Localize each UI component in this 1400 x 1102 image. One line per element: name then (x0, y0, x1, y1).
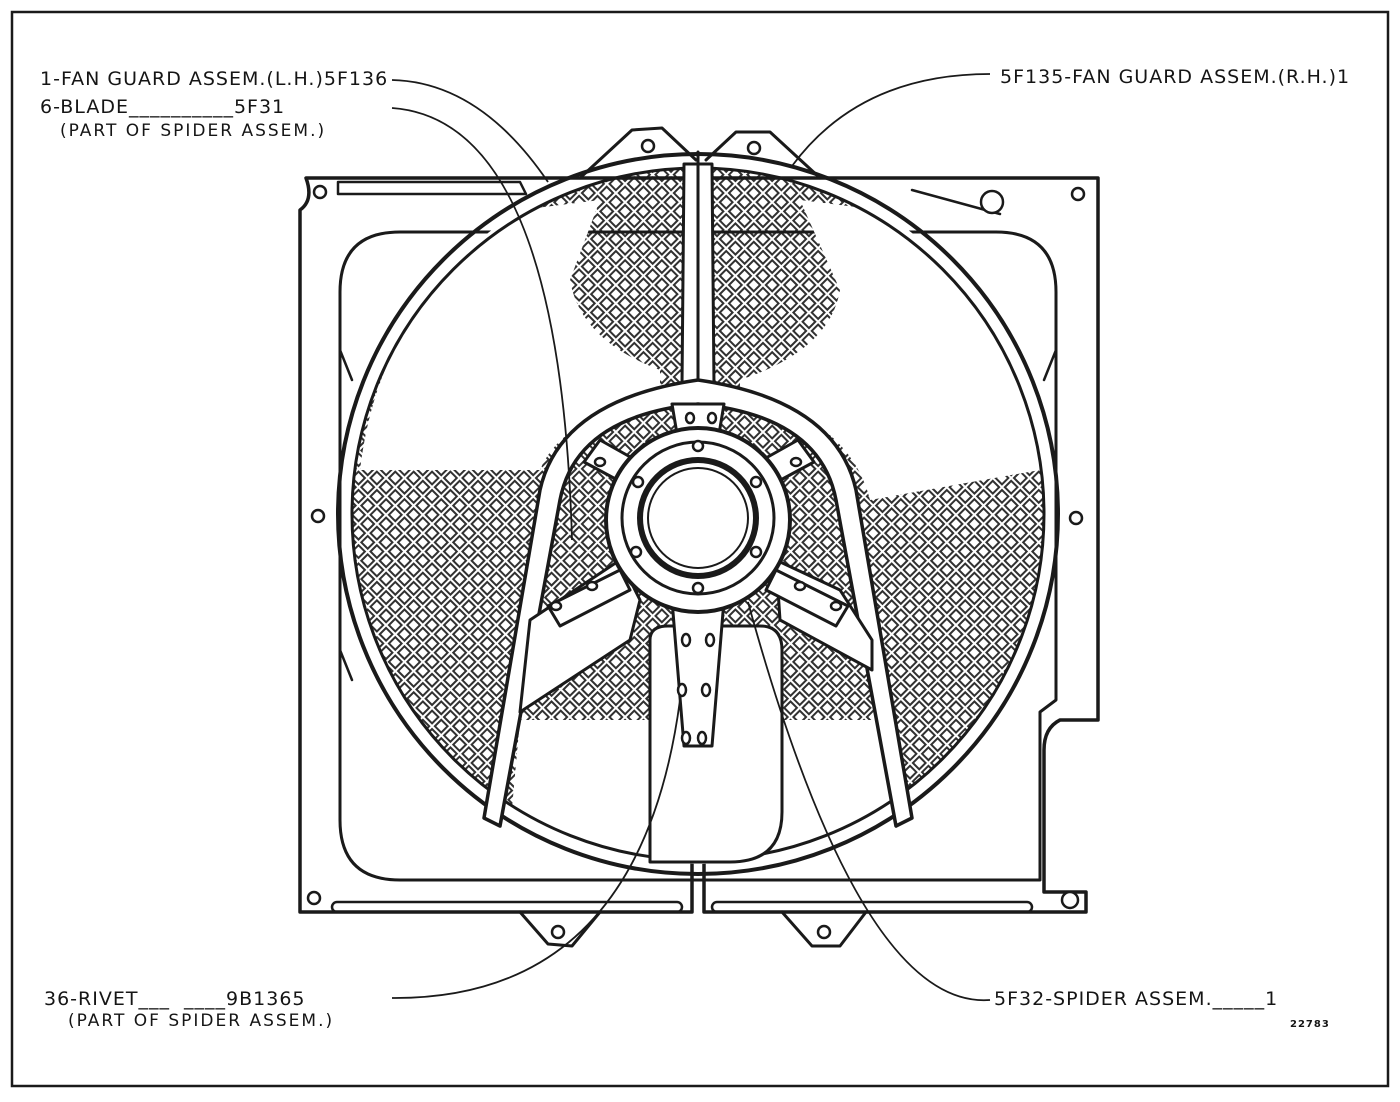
leader-rivet (391, 699, 681, 999)
label-blade-note: (PART OF SPIDER ASSEM.) (60, 121, 327, 141)
rivet-11 (585, 580, 599, 592)
blade-upper-right-area (740, 200, 1040, 500)
outer-border (10, 10, 1390, 1088)
hub-bolt-3 (749, 545, 763, 559)
side-notch-left (338, 348, 354, 382)
rivet-6 (696, 730, 708, 746)
mounting-holes (306, 138, 1086, 940)
label-blade: 6-BLADE__________5F31 (40, 96, 286, 118)
hole-top-left (312, 184, 328, 200)
hole-top-big (979, 189, 1005, 215)
hole-ear-top-right (746, 140, 762, 156)
hole-bottom-left (306, 890, 322, 906)
side-notch-left-lower (338, 648, 354, 682)
hub-bore-outer (637, 457, 759, 579)
rivet-9 (549, 600, 563, 612)
top-ear-right (704, 130, 822, 180)
label-rivet: 36-RIVET___ ____9B1365 (44, 988, 306, 1010)
bottom-slot-left (330, 900, 684, 914)
rivet-3 (676, 682, 688, 698)
hub-bolt-4 (691, 581, 705, 595)
side-notch-right (1042, 348, 1058, 382)
drawing-number: 22783 (1290, 1019, 1330, 1030)
hub-bolt-2 (749, 475, 763, 489)
fan-guard-assembly (298, 126, 1100, 948)
bottom-ear-left (518, 910, 602, 948)
hole-ear-bottom-left (550, 924, 566, 940)
leader-guard-lh (391, 79, 549, 183)
label-rivet-note: (PART OF SPIDER ASSEM.) (68, 1011, 335, 1031)
hole-top-right (1070, 186, 1086, 202)
embossed-panel (338, 230, 1058, 882)
rivet-14 (706, 411, 718, 425)
rivet-10 (829, 600, 843, 612)
blade-upper-left-area (360, 200, 660, 470)
hole-bottom-right (1060, 890, 1080, 910)
hub-bore-inner (647, 467, 749, 569)
hub-outer (604, 426, 792, 614)
hole-ear-bottom-right (816, 924, 832, 940)
rivet-2 (704, 632, 716, 648)
rivet-8 (789, 456, 803, 468)
rivet-12 (793, 580, 807, 592)
label-spider-assem: 5F32-SPIDER ASSEM._____1 (994, 988, 1279, 1010)
hub-bolt-5 (629, 545, 643, 559)
label-fan-guard-lh: 1-FAN GUARD ASSEM.(L.H.)5F136 (40, 68, 389, 90)
hole-ear-top-left (640, 138, 656, 154)
bottom-ear-right (780, 910, 868, 948)
horseshoe-strut (482, 378, 914, 828)
rivet-7 (593, 456, 607, 468)
rivet-13 (684, 411, 696, 425)
rivet-5 (680, 730, 692, 746)
hub-bolt-6 (631, 475, 645, 489)
rivet-1 (680, 632, 692, 648)
label-fan-guard-rh: 5F135-FAN GUARD ASSEM.(R.H.)1 (1000, 66, 1351, 88)
rivet-4 (700, 682, 712, 698)
leader-spider (747, 601, 991, 1001)
hole-left-mid (310, 508, 326, 524)
hub-bolt-1 (691, 439, 705, 453)
top-slot-left (336, 180, 528, 196)
leader-lines (391, 73, 991, 1001)
leader-blade (391, 107, 573, 541)
hole-right-mid (1068, 510, 1084, 526)
top-ear-left (578, 126, 698, 180)
frame-right-plate (702, 176, 1100, 914)
leader-guard-rh (791, 73, 991, 167)
bottom-slot-right (710, 900, 1034, 914)
